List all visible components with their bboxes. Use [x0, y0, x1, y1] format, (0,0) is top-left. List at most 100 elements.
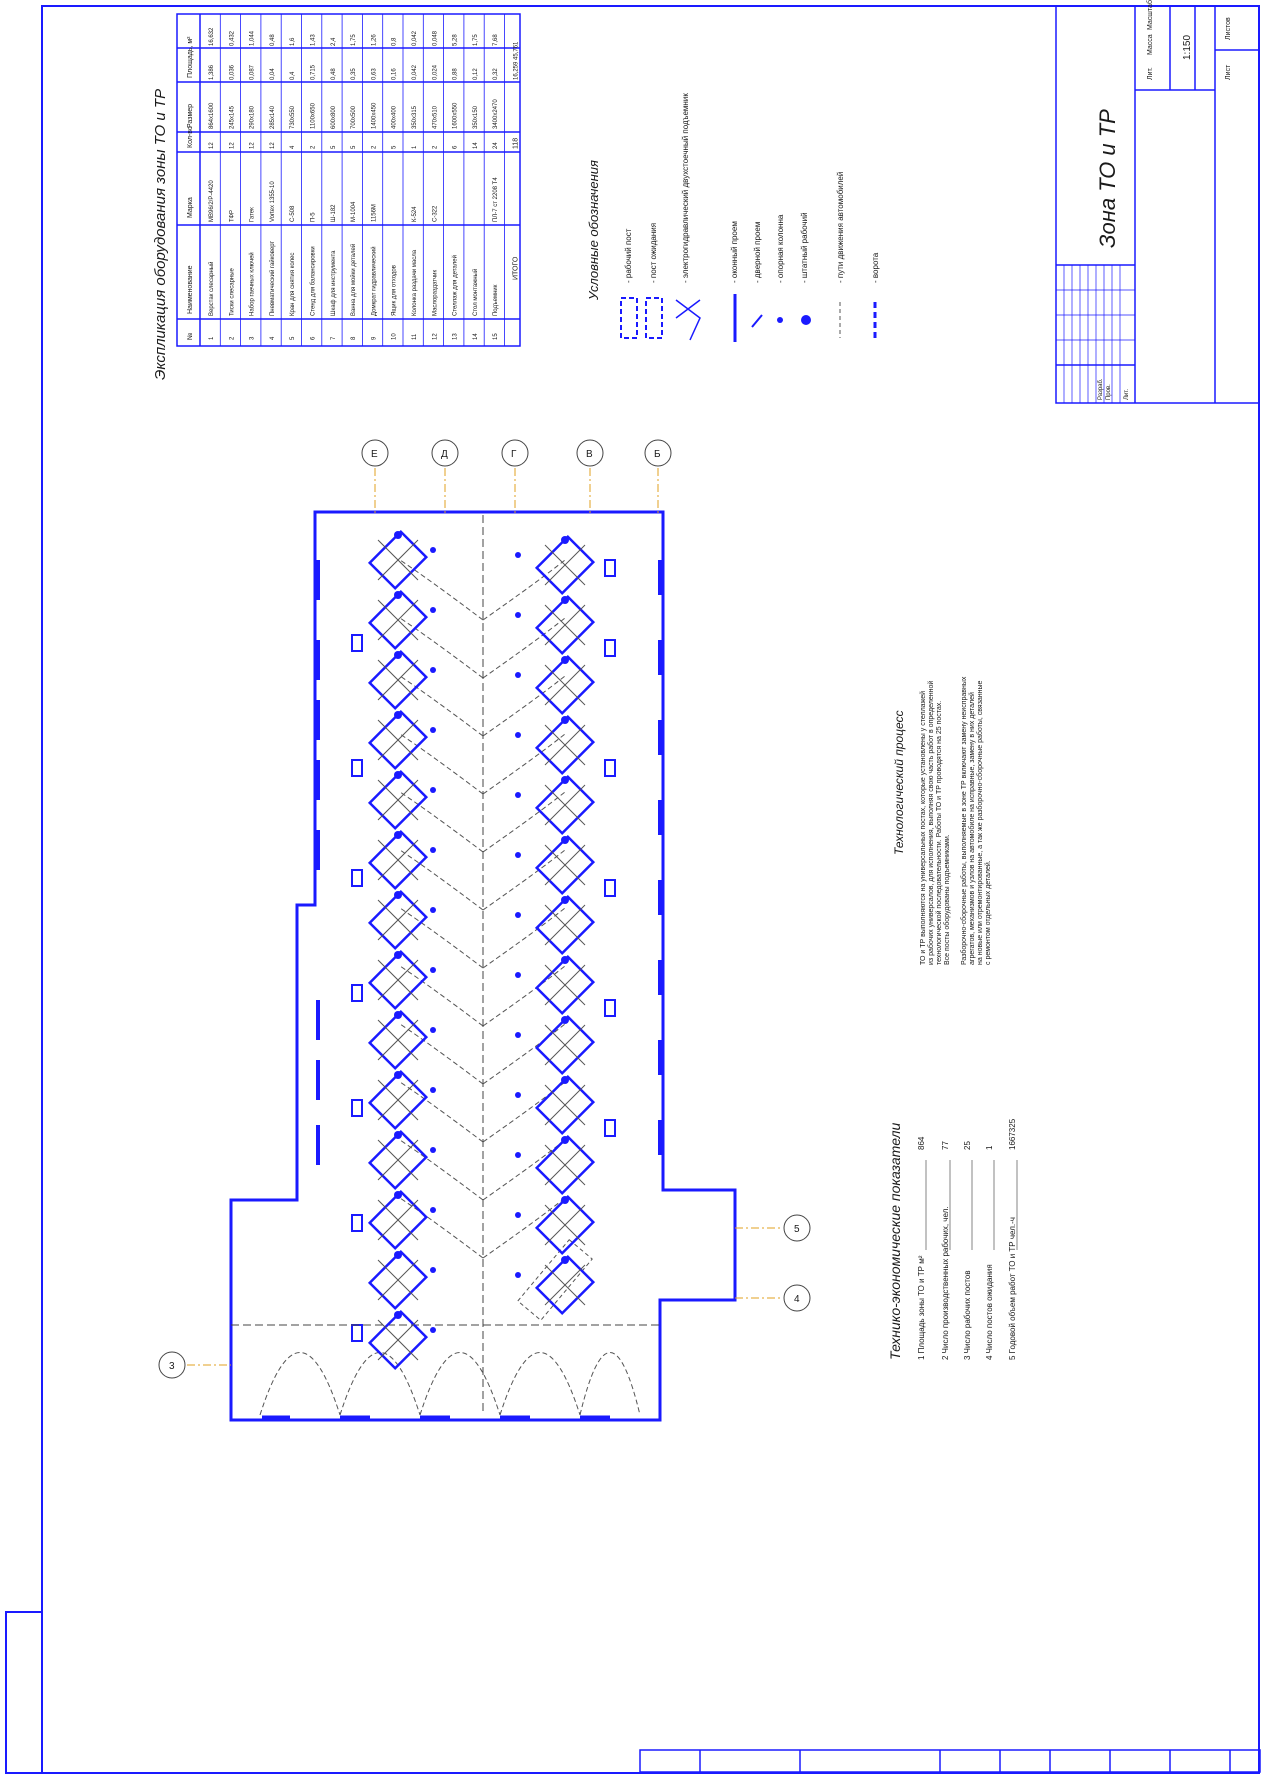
bottom-stamp-strip	[639, 1749, 1261, 1773]
lift-post	[367, 949, 429, 1011]
explication-table: Экспликация оборудования зоны ТО и ТР №Н…	[152, 13, 521, 380]
explication-cell: 1	[412, 145, 418, 149]
lift-post	[534, 774, 596, 836]
explication-cell: Гатек	[250, 207, 256, 222]
explication-cell: Маслораздатчик	[432, 270, 438, 316]
explication-cell: 400х400	[392, 105, 398, 129]
drawing-title: Зона ТО и ТР	[1095, 109, 1120, 248]
axis-label: В	[586, 449, 593, 460]
explication-cell: ТФР	[229, 210, 235, 222]
lift-post	[534, 834, 596, 896]
explication-cell: С-322	[432, 205, 438, 222]
explication-cell: 0,16	[392, 68, 398, 80]
legend-item: - ворота	[871, 252, 880, 283]
explication-cell: 0,63	[371, 68, 377, 80]
explication-cell: 0,88	[453, 68, 459, 80]
explication-header: Наименование	[187, 265, 194, 314]
explication-cell: Ванна для мойки деталей	[350, 244, 357, 316]
vehicle-path	[482, 1139, 566, 1201]
axis-label: Е	[371, 449, 378, 460]
explication-cell: Верстак слесарный	[208, 262, 215, 316]
explication-cell: 0,024	[432, 64, 438, 80]
vehicle-path	[399, 791, 484, 853]
legend-worker-symbol	[801, 315, 811, 325]
vehicle-path	[399, 1139, 484, 1201]
vehicle-path	[399, 617, 484, 679]
explication-header: Марка	[187, 197, 194, 218]
explication-cell: 0,04	[270, 68, 276, 80]
explication-cell: 0,8	[392, 37, 398, 46]
explication-cell: 10	[392, 333, 398, 340]
worker	[515, 672, 521, 678]
worker	[515, 732, 521, 738]
legend-item: - опорная колонна	[776, 214, 785, 283]
explication-cell: 12	[250, 142, 256, 149]
explication-cell: С-508	[290, 205, 296, 222]
vehicle-path	[399, 1081, 484, 1143]
lift-post	[534, 1074, 596, 1136]
explication-cell: 0,48	[331, 68, 337, 80]
stamp-approver: Лит.	[1124, 389, 1130, 400]
indicator-label: 1 Площадь зоны ТО и ТР м²	[917, 1255, 926, 1360]
explication-cell: Ящик для отходов	[392, 265, 398, 316]
legend-title: Условные обозначения	[586, 160, 601, 301]
rack	[351, 1099, 363, 1117]
worker	[515, 852, 521, 858]
vehicle-path	[339, 1352, 421, 1416]
process-line: Разборочно-сборочные работы, выполняемые…	[960, 676, 968, 965]
worker	[515, 612, 521, 618]
explication-cell: 1,43	[311, 34, 317, 46]
explication-header: Размер	[187, 104, 194, 128]
explication-cell: 12	[270, 142, 276, 149]
explication-cell: 730х550	[290, 105, 296, 129]
explication-cell: ПЛ-7 ст 2208 Т4	[493, 177, 499, 222]
lift-post	[534, 894, 596, 956]
lift-post	[534, 594, 596, 656]
explication-cell: 3	[250, 336, 256, 340]
lift-post	[534, 954, 596, 1016]
explication-cell: 864х1600	[209, 102, 215, 129]
stamp-scale-label: Масштаб	[1146, 0, 1154, 30]
explication-cell: 1600х550	[453, 102, 459, 129]
explication-cell: 5	[290, 336, 296, 340]
legend-item: - дверной проем	[753, 222, 762, 283]
explication-cell: 9	[371, 336, 377, 340]
vehicle-path	[482, 1197, 566, 1259]
explication-cell: 0,036	[229, 64, 235, 80]
explication-cell: 290х180	[250, 105, 256, 129]
explication-cell: 14	[473, 142, 479, 149]
explication-cell: 1400х450	[371, 102, 377, 129]
explication-cell: П-5	[311, 212, 317, 222]
worker	[515, 1032, 521, 1038]
wait-post	[517, 1239, 593, 1321]
explication-cell: 1156М	[371, 204, 377, 222]
rack	[604, 559, 616, 577]
legend-door-symbol	[751, 314, 763, 328]
explication-cell: 0,12	[473, 68, 479, 80]
axis-marker	[576, 439, 604, 467]
legend-item: - пути движения автомобилей	[836, 172, 845, 283]
explication-cell: Стенд для балансировки	[311, 246, 317, 316]
vehicle-path	[399, 849, 484, 911]
indicator-value: 77	[941, 1141, 950, 1150]
process-line: на новые или отремонтированные, а так же…	[976, 680, 984, 965]
worker	[430, 967, 436, 973]
explication-cell: 2	[229, 336, 235, 340]
axis-marker	[158, 1351, 186, 1379]
worker	[430, 727, 436, 733]
explication-cell: 0,042	[412, 64, 418, 80]
axis-marker	[501, 439, 529, 467]
axis-label: Б	[654, 449, 661, 460]
explication-total-label: ИТОГО	[513, 256, 520, 280]
axis-marker	[361, 439, 389, 467]
explication-cell: Vortex 1355-10	[270, 181, 276, 222]
explication-cell: 5,28	[453, 34, 459, 46]
vehicle-path	[482, 1081, 566, 1143]
explication-cell: 13	[453, 333, 459, 340]
explication-cell: 24	[493, 142, 499, 149]
explication-cell: 11	[412, 333, 418, 340]
vehicle-path	[399, 907, 484, 969]
sheet-frame	[5, 5, 1260, 1774]
vehicle-path	[482, 791, 566, 853]
